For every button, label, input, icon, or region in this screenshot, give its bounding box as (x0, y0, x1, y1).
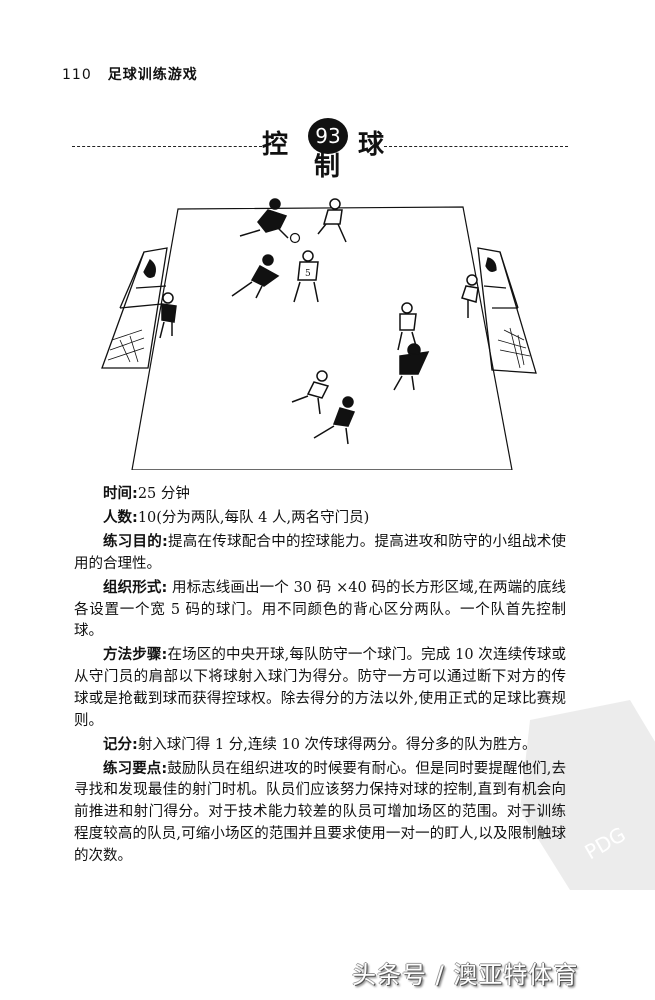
section-time: 时间:25 分钟 (103, 486, 190, 502)
section-scoring: 记分:射入球门得 1 分,连续 10 次传球得两分。得分多的队为胜方。 (103, 736, 537, 753)
book-title: 足球训练游戏 (107, 67, 198, 83)
title-char-1: 控 (262, 130, 289, 160)
running-header: 110 足球训练游戏 (62, 64, 198, 84)
source-watermark: 头条号 / 澳亚特体育 (352, 961, 579, 989)
exercise-body: 时间:25 分钟 人数:10(分为两队,每队 4 人,两名守门员) 练习目的:提… (74, 484, 566, 870)
section-players: 人数:10(分为两队,每队 4 人,两名守门员) (103, 509, 370, 526)
page-number: 110 (62, 67, 92, 83)
right-goal-icon (477, 247, 537, 374)
title-rule-left (72, 146, 262, 147)
svg-text:5: 5 (305, 269, 311, 279)
exercise-number-badge: 93 (308, 118, 348, 154)
title-char-3: 球 (358, 130, 385, 160)
left-goal-icon (101, 247, 168, 369)
title-char-2: 制 (314, 152, 341, 182)
exercise-title: 控 93 制 球 (72, 118, 568, 188)
section-objective: 练习目的:提高在传球配合中的控球能力。提高进攻和防守的小组战术使用的合理性。 (74, 533, 566, 572)
pitch-illustration: 5 (100, 190, 550, 471)
section-key-points: 练习要点:鼓励队员在组织进攻的时候要有耐心。但是同时要提醒他们,去寻找和发现最佳… (74, 760, 566, 864)
title-rule-right (384, 146, 568, 147)
section-organization: 组织形式: 用标志线画出一个 30 码 ×40 码的长方形区域,在两端的底线各设… (74, 579, 566, 640)
section-procedure: 方法步骤:在场区的中央开球,每队防守一个球门。完成 10 次连续传球或从守门员的… (74, 647, 566, 729)
pdg-watermark: PDG (520, 700, 655, 890)
